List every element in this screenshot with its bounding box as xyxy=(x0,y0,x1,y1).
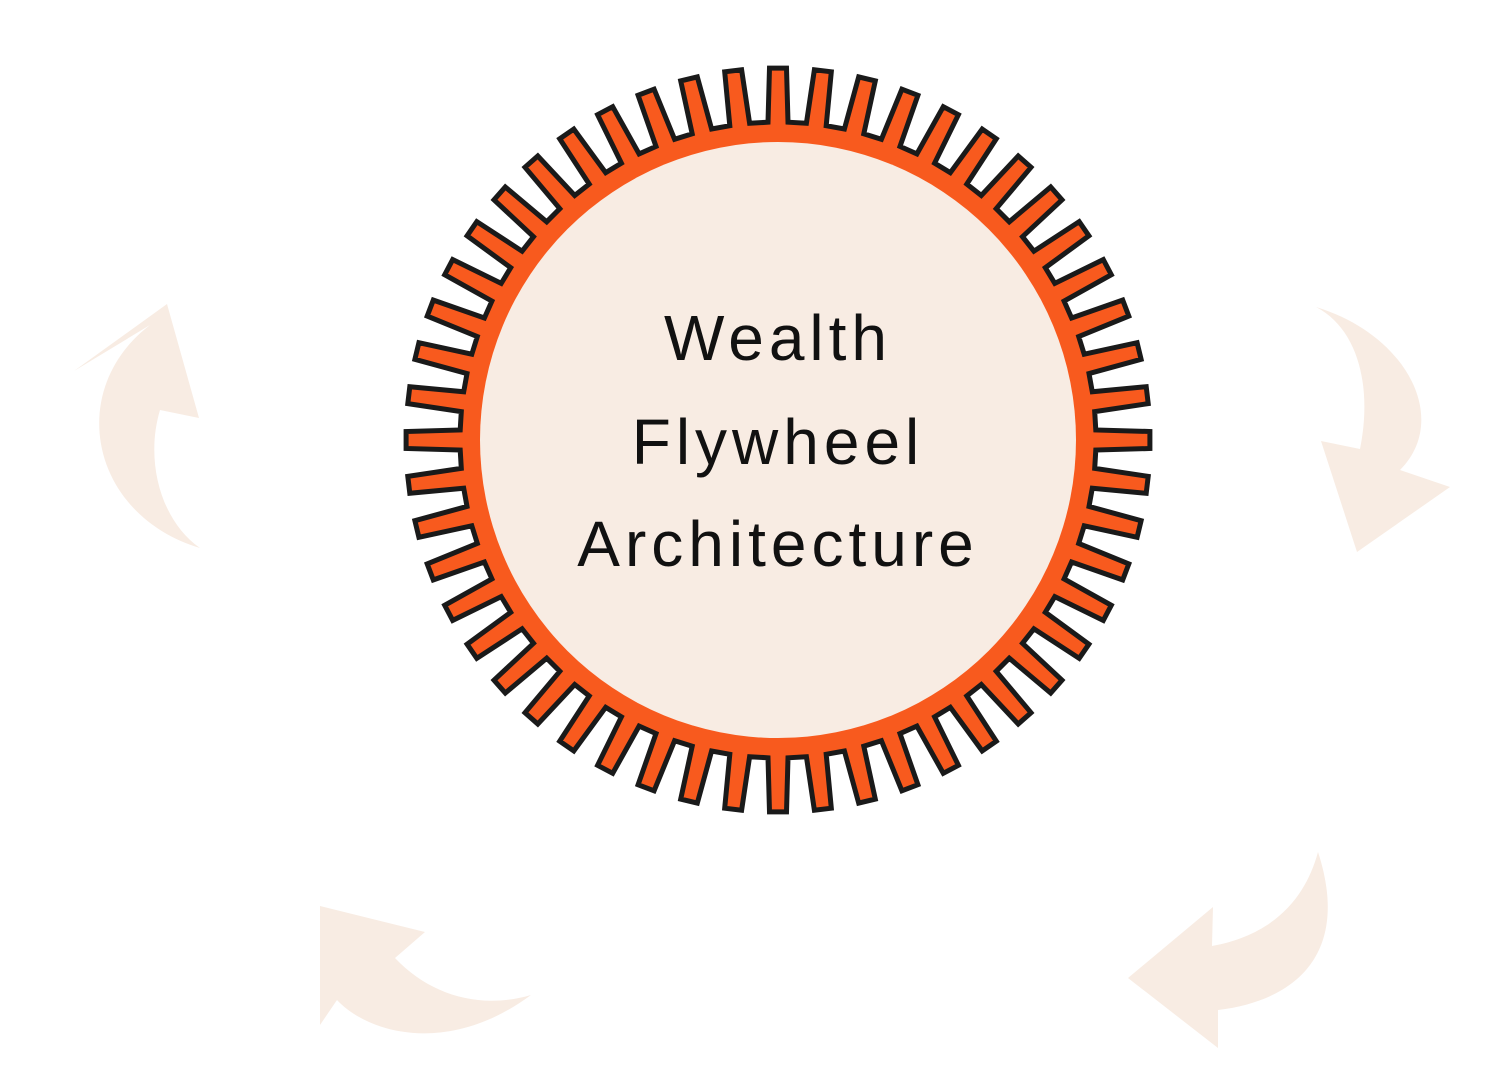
flow-arrows xyxy=(74,304,1450,1048)
arrow-bottom-right xyxy=(1128,852,1328,1048)
title-line-1: Wealth xyxy=(664,302,892,374)
title-line-3: Architecture xyxy=(577,508,978,580)
arrow-top-left xyxy=(74,304,200,548)
hub-title: Wealth Flywheel Architecture xyxy=(577,302,978,580)
arrow-bottom-left xyxy=(320,906,531,1034)
title-line-2: Flywheel xyxy=(632,406,925,478)
arrow-top-right xyxy=(1316,307,1450,552)
flywheel-hub xyxy=(480,142,1076,738)
